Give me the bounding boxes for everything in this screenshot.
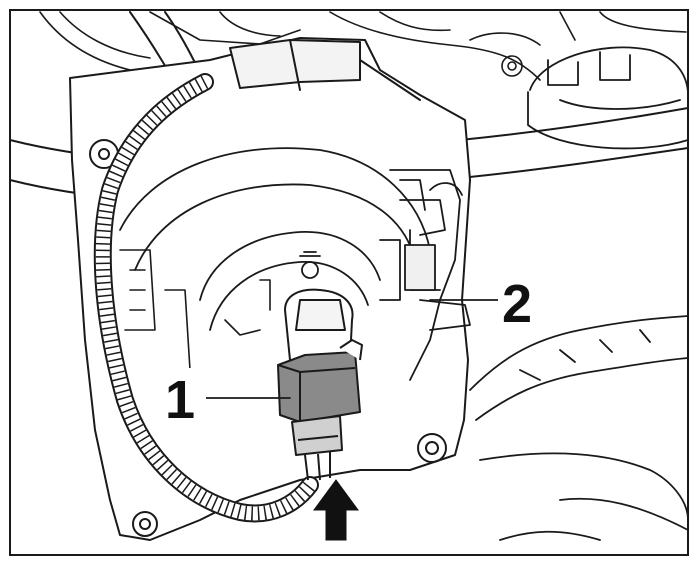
callout-leaders	[204, 299, 501, 399]
callout-1-label: 1	[165, 370, 195, 430]
lower-bumper-structure	[469, 315, 689, 541]
adjuster-mechanism	[379, 169, 471, 381]
lamp-reflector	[119, 147, 431, 331]
up-arrow-icon	[313, 479, 359, 541]
connector-assembly	[277, 288, 363, 481]
callout-2-label: 2	[502, 274, 532, 334]
housing-details-left	[119, 249, 271, 371]
reservoir-cap	[527, 46, 689, 150]
callout-1-plate	[160, 368, 206, 426]
wiring-harness	[93, 73, 319, 523]
callout-2-plate	[498, 270, 544, 328]
